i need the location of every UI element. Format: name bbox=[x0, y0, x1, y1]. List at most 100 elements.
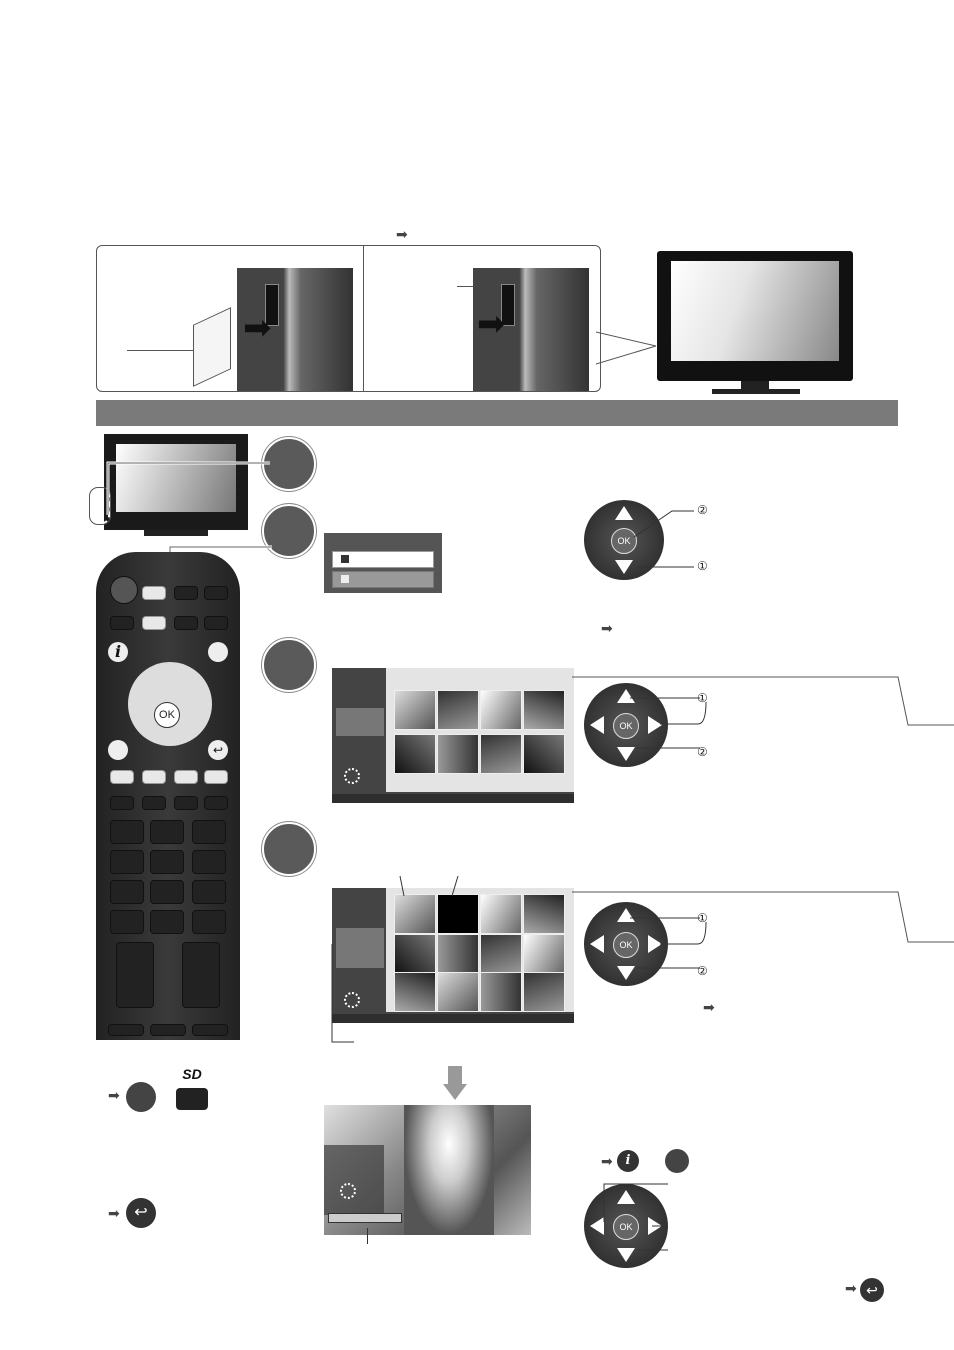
photo-thumbnail[interactable] bbox=[480, 894, 522, 934]
photo-thumbnail[interactable] bbox=[523, 894, 565, 934]
photo-thumbnail[interactable] bbox=[437, 972, 479, 1012]
photo-thumbnail[interactable] bbox=[394, 934, 436, 974]
remote-key bbox=[174, 796, 198, 810]
insert-arrow-marker: ➡ bbox=[396, 226, 408, 244]
sidebar-tab bbox=[336, 708, 384, 736]
tv-screen bbox=[671, 261, 839, 361]
ok-pad-4way: OK bbox=[584, 683, 668, 767]
ok-pad-4way: OK bbox=[584, 902, 668, 986]
callout-number-1: ① bbox=[697, 691, 708, 705]
insert-arrow-icon: ➡ bbox=[243, 309, 272, 347]
thumbnail-screen-2 bbox=[332, 888, 574, 1023]
round-button-icon bbox=[665, 1149, 689, 1173]
remote-key bbox=[110, 616, 134, 630]
photo-thumbnail[interactable] bbox=[437, 934, 479, 974]
number-key bbox=[192, 820, 226, 844]
photo-thumbnail[interactable] bbox=[437, 690, 479, 730]
leader-line bbox=[367, 1228, 368, 1244]
menu-button bbox=[208, 642, 228, 662]
callout-number-1: ① bbox=[697, 911, 708, 925]
card-insert-figure: ➡ ➡ bbox=[96, 245, 601, 392]
down-arrow-icon bbox=[617, 747, 635, 761]
arrow-icon: ➡ bbox=[601, 1153, 613, 1169]
volume-rocker bbox=[116, 942, 154, 1008]
number-key bbox=[192, 910, 226, 934]
photo-thumbnail[interactable] bbox=[523, 734, 565, 774]
remote-key bbox=[204, 796, 228, 810]
bottom-bar bbox=[332, 794, 574, 803]
down-arrow-icon bbox=[617, 966, 635, 980]
step-3-marker bbox=[262, 638, 316, 692]
color-key bbox=[204, 770, 228, 784]
option-button bbox=[108, 740, 128, 760]
callout-number-2: ② bbox=[697, 745, 708, 759]
leader-line bbox=[127, 350, 193, 351]
remote-key bbox=[204, 616, 228, 630]
left-arrow-icon bbox=[590, 935, 604, 953]
number-key bbox=[192, 880, 226, 904]
photo-thumbnail[interactable] bbox=[394, 972, 436, 1012]
photo-thumbnail[interactable] bbox=[480, 972, 522, 1012]
tv-side-panel-right bbox=[473, 268, 589, 391]
nav-icon bbox=[340, 1183, 356, 1199]
down-arrow-icon bbox=[617, 1248, 635, 1262]
remote-key bbox=[174, 616, 198, 630]
remote-key bbox=[192, 1024, 228, 1036]
number-key bbox=[150, 820, 184, 844]
photo-thumbnail[interactable] bbox=[523, 934, 565, 974]
leader-line bbox=[457, 286, 481, 287]
pad-callouts bbox=[603, 1183, 668, 1251]
pad-callouts bbox=[633, 510, 694, 568]
menu-item-icon bbox=[341, 575, 349, 583]
photo-thumbnail[interactable] bbox=[437, 734, 479, 774]
callout-number-2: ② bbox=[697, 964, 708, 978]
return-button-icon: ↩ bbox=[126, 1198, 156, 1228]
return-button-icon: ↩ bbox=[860, 1278, 884, 1302]
left-arrow-icon bbox=[590, 1217, 604, 1235]
photo-thumbnail[interactable] bbox=[394, 690, 436, 730]
photo-thumbnail[interactable] bbox=[523, 690, 565, 730]
number-key bbox=[110, 880, 144, 904]
panel-divider bbox=[363, 246, 364, 391]
insert-arrow-icon: ➡ bbox=[477, 305, 506, 343]
remote-control: i OK ↩ bbox=[96, 552, 240, 1040]
photo-subject bbox=[404, 1105, 494, 1235]
photo-thumbnail[interactable] bbox=[394, 894, 436, 934]
sd-slot bbox=[265, 284, 279, 326]
photo-thumbnail-selected[interactable] bbox=[437, 894, 479, 934]
photo-thumbnail[interactable] bbox=[523, 972, 565, 1012]
bracket-line bbox=[572, 676, 954, 726]
remote-key bbox=[108, 1024, 144, 1036]
pad-callouts bbox=[630, 917, 707, 969]
left-arrow-icon bbox=[590, 716, 604, 734]
photo-thumbnail[interactable] bbox=[480, 934, 522, 974]
leader-lines bbox=[331, 875, 459, 1043]
number-key bbox=[150, 880, 184, 904]
arrow-icon: ➡ bbox=[845, 1280, 857, 1296]
thumbnail-area bbox=[386, 888, 574, 1012]
photo-thumbnail[interactable] bbox=[394, 734, 436, 774]
nav-icon bbox=[344, 768, 360, 784]
sdhc-logo-icon: SD bbox=[182, 1066, 202, 1082]
pad-callouts bbox=[630, 697, 707, 749]
number-key bbox=[150, 910, 184, 934]
tv-side-panel-left bbox=[237, 268, 353, 391]
sd-slot bbox=[501, 284, 515, 326]
tv-stand-base bbox=[712, 389, 800, 394]
info-button: i bbox=[108, 642, 128, 662]
number-key bbox=[110, 910, 144, 934]
tv-stand bbox=[741, 381, 769, 389]
photo-thumbnail[interactable] bbox=[480, 690, 522, 730]
photo-fullscreen-view bbox=[324, 1105, 531, 1235]
exit-button-icon bbox=[126, 1082, 156, 1112]
small-tv-illustration bbox=[104, 434, 248, 530]
remote-key bbox=[204, 586, 228, 600]
callout-number-1: ① bbox=[697, 559, 708, 573]
color-key bbox=[110, 770, 134, 784]
menu-item-1[interactable] bbox=[332, 551, 434, 568]
menu-item-2[interactable] bbox=[332, 571, 434, 588]
photo-thumbnail[interactable] bbox=[480, 734, 522, 774]
color-key bbox=[174, 770, 198, 784]
info-panel bbox=[324, 1145, 384, 1215]
remote-key bbox=[142, 616, 166, 630]
